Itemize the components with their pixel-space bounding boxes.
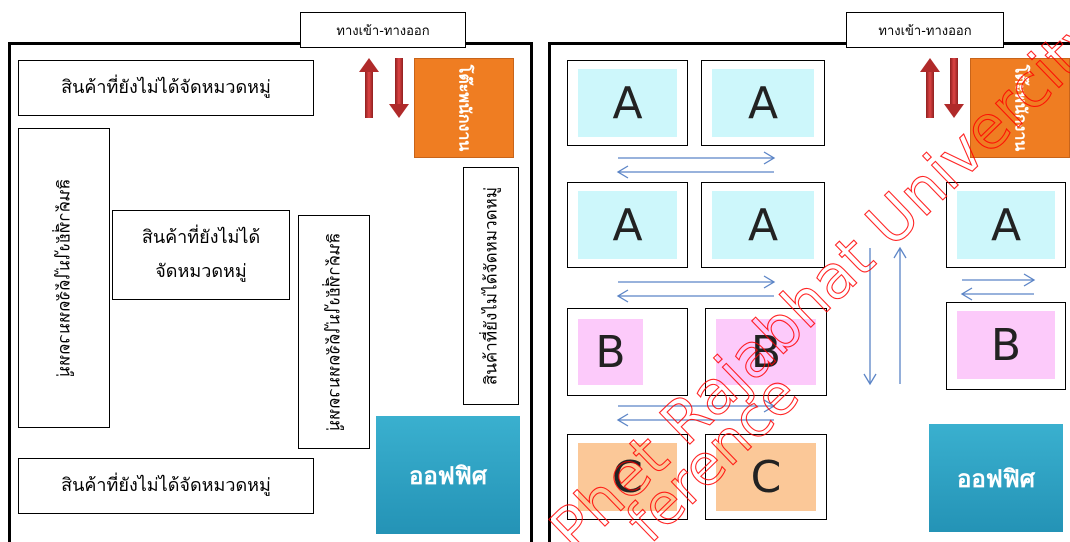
shelf-a-4: A [701,182,825,268]
staff-desk-left: โต๊ะพนักงาน [414,58,514,158]
shelf-b-1: B [567,308,688,396]
up-arrow-icon [359,58,379,118]
flow-left-arrow-icon [616,289,774,303]
uncategorized-shelf-left: สินค้าที่ยังไม่ได้จัดหมวดหมู่ [18,128,110,428]
uncategorized-shelf-vertical-2: สินค้าที่ยังไม่ได้จัดหมวดหมู่ [463,167,519,405]
zone-a-label: A [578,69,677,137]
shelf-a-5: A [946,182,1066,268]
flow-left-arrow-icon [616,413,774,427]
shelf-c-2: C [705,434,827,520]
zone-b-label: B [578,319,643,385]
uncategorized-shelf-bottom: สินค้าที่ยังไม่ได้จัดหมวดหมู่ [18,458,314,514]
flow-left-arrow-icon [616,165,774,179]
up-arrow-icon [920,58,940,118]
uncategorized-shelf-vertical-1: สินค้าที่ยังไม่ได้จัดหมวดหมู่ [298,215,370,449]
shelf-a-2: A [701,60,825,146]
zone-a-label: A [957,191,1055,259]
shelf-a-1: A [567,60,688,146]
down-arrow-icon [389,58,409,118]
center-shelf-line2: จัดหมวดหมู่ [155,261,247,282]
zone-b-label: B [957,311,1055,379]
zone-a-label: A [712,191,814,259]
flow-right-arrow-icon [618,275,776,289]
flow-down-arrow-icon [863,248,877,386]
flow-up-arrow-icon [893,246,907,384]
center-shelf-line1: สินค้าที่ยังไม่ได้ [141,226,261,248]
zone-c-label: C [716,443,816,511]
uncategorized-shelf-top: สินค้าที่ยังไม่ได้จัดหมวดหมู่ [18,60,314,116]
shelf-c-1: C [567,434,688,520]
zone-c-label: C [578,443,677,511]
shelf-a-3: A [567,182,688,268]
entry-exit-arrows-right [920,58,964,118]
entrance-label-left: ทางเข้า-ทางออก [300,12,466,48]
store-layout-before [8,42,533,542]
zone-a-label: A [578,191,677,259]
zone-b-label: B [716,319,816,385]
down-arrow-icon [944,58,964,118]
entrance-label-right: ทางเข้า-ทางออก [846,12,1004,48]
uncategorized-shelf-center: สินค้าที่ยังไม่ได้ จัดหมวดหมู่ [112,210,290,300]
customer-flow-arrows [616,151,1036,427]
flow-right-arrow-icon [962,273,1036,287]
flow-right-arrow-icon [618,399,776,413]
office-right: ออฟฟิศ [929,424,1063,532]
office-left: ออฟฟิศ [376,416,520,534]
flow-right-arrow-icon [618,151,776,165]
zone-a-label: A [712,69,814,137]
entry-exit-arrows-left [359,58,409,118]
flow-left-arrow-icon [960,287,1034,301]
shelf-b-2: B [705,308,827,396]
shelf-b-3: B [946,302,1066,390]
store-layout-after [548,42,1070,542]
